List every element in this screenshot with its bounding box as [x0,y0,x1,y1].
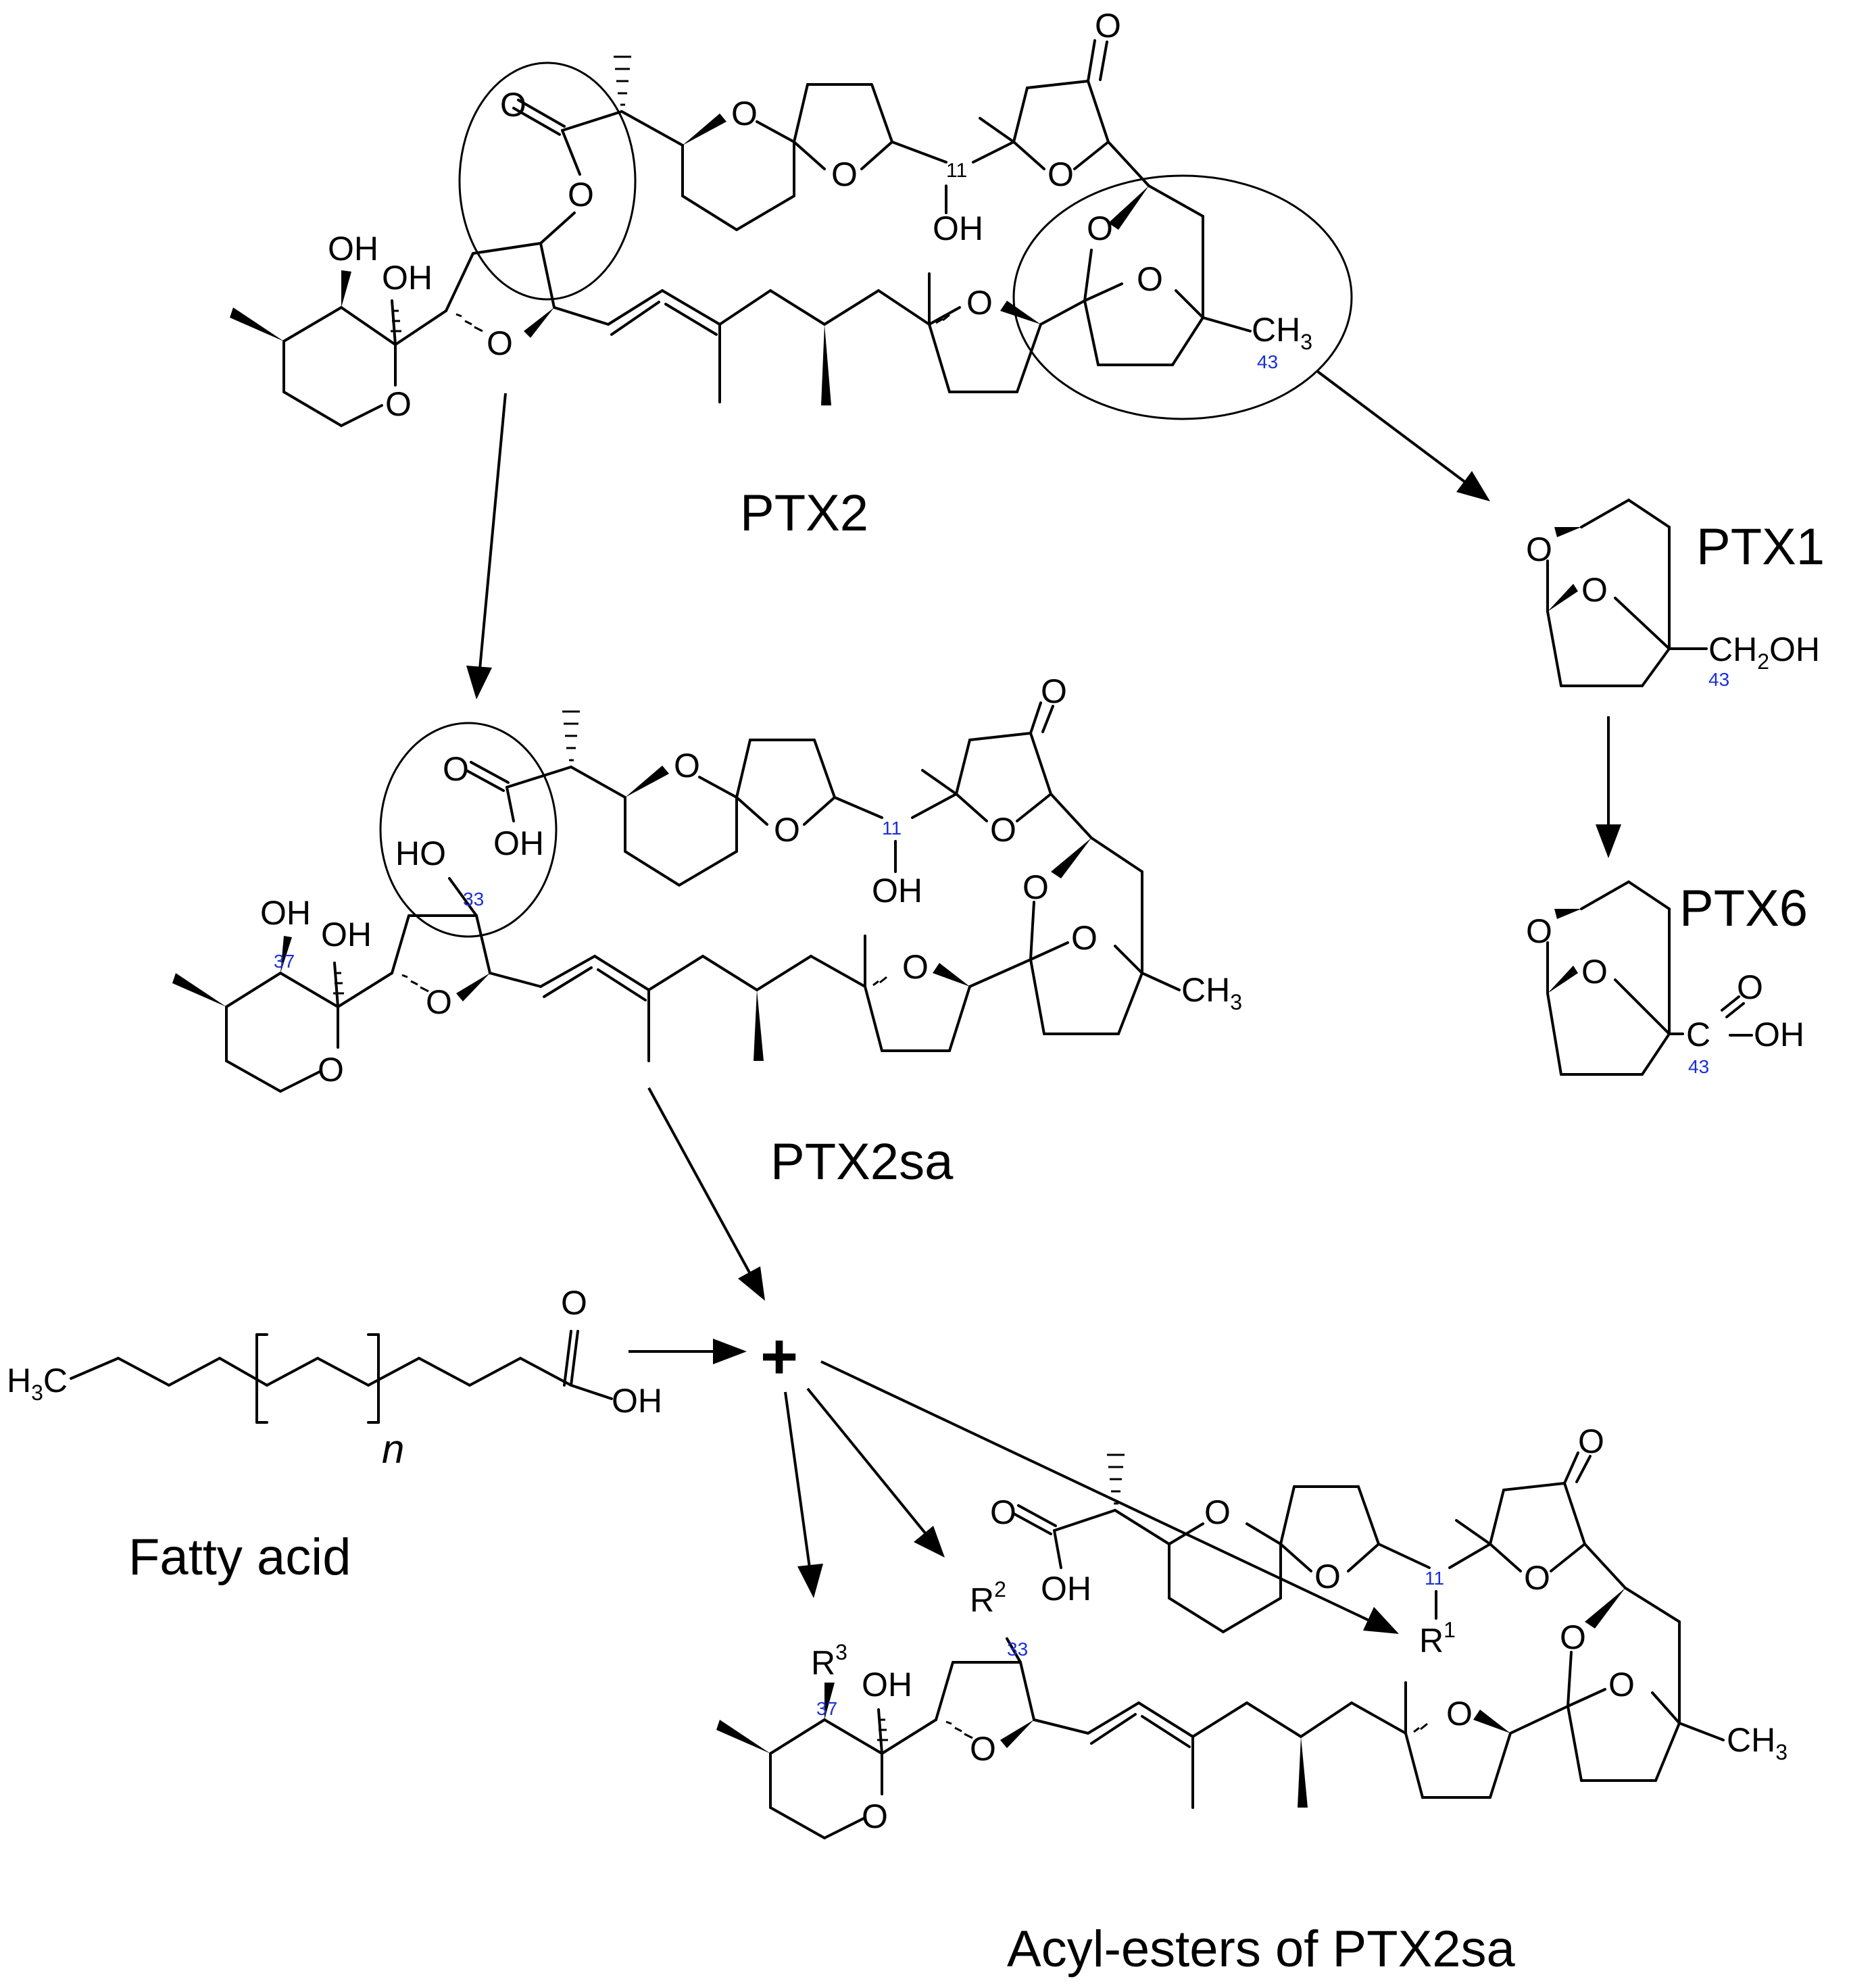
acyl-r1: R1 [1419,1618,1456,1660]
ptx1-structure [1546,499,1708,687]
fatty-acid-carbonyl-o: O [561,1284,587,1322]
ptx2sa-c33-ho: HO [395,835,446,872]
ptx2sa-position-33: 33 [463,889,484,910]
ptx2-pyran-o: O [731,95,758,132]
plus-sign: + [760,1320,798,1393]
acyl-r3: R3 [811,1640,847,1682]
ptx2-ketone-o: O [1095,7,1121,45]
ptx2-ketone-thf-o: O [1047,155,1074,193]
ptx1-o-top: O [1526,530,1552,568]
ptx2sa-ch3: CH3 [1181,971,1242,1014]
acyl-spiroketal-o1: O [1560,1618,1586,1656]
ptx6-atom-labels: O O C O OH 43 [1526,912,1804,1077]
ptx2-thf-right-o: O [966,284,993,322]
ptx2sa-ketone-thf-o: O [990,811,1016,849]
ptx2-spiroketal-o2: O [1137,260,1163,298]
ptx6-structure [1546,880,1753,1076]
acyl-position-37: 37 [816,1698,837,1719]
seco-acid-highlight-circle [379,722,558,938]
ptx2-position-11: 11 [946,159,967,182]
arrow-ptx2sa-to-plus [647,1087,751,1274]
ptx2sa-atom-labels: O OH HO 33 37 O O 11 OH O O O O CH3 O O … [260,672,1242,1089]
ptx2sa-thf-right-o: O [902,948,929,986]
acyl-r2: R2 [970,1577,1006,1619]
ptx2sa-c11-hydroxyl: OH [872,872,922,910]
fatty-acid-h3c: H3C [7,1362,68,1405]
ptx2sa-acid-oh: OH [493,824,544,862]
ptx2sa-hydroxyl-b: OH [321,916,372,953]
ptx2-c11-hydroxyl: OH [933,209,983,247]
ptx2sa-thf-left-o: O [426,983,452,1021]
acyl-pyran-o: O [1204,1493,1231,1531]
acyl-ester-atom-labels: O OH O O 11 R1 O O O O CH3 O R2 33 O R3 … [811,1422,1788,1835]
acyl-esters-label: Acyl-esters of PTX2sa [1007,1920,1516,1978]
ptx2-thf-left-o: O [487,324,513,362]
ptx6-carbonyl-o: O [1737,968,1763,1006]
ptx2-hydroxyl-b: OH [382,259,433,297]
acyl-hydroxyl: OH [862,1666,912,1704]
ptx6-o-top: O [1526,912,1552,950]
fatty-acid-oh: OH [612,1382,662,1420]
ptx2-ch3: CH3 [1252,311,1312,354]
acyl-acid-oh: OH [1041,1570,1091,1608]
ptx2sa-position-11: 11 [882,818,902,839]
acyl-pyran-ring-o: O [862,1797,888,1835]
ptx2sa-hydroxyl-a: OH [260,894,311,932]
ptx2sa-acid-carbonyl-o: O [443,750,469,788]
ptx2sa-spiroketal-o1: O [1022,868,1049,906]
spiroketal-highlight-circle [1012,174,1353,420]
ptx2-spiroketal-o1: O [1087,209,1113,247]
ptx1-label: PTX1 [1696,518,1825,576]
ptx2sa-spiro-thf-o: O [774,811,800,849]
ptx1-o-bridge: O [1581,571,1608,609]
ptx1-ch2oh: CH2OH [1708,630,1820,674]
acyl-ester-structure [716,1451,1725,1839]
acyl-thf-right-o: O [1446,1695,1473,1733]
acyl-ketone-thf-o: O [1524,1559,1550,1597]
ptx6-carboxyl-oh: OH [1754,1016,1804,1053]
arrow-plus-to-r2 [806,1387,927,1535]
ptx2sa-structure [172,701,1181,1093]
reaction-arrows [466,370,1621,1634]
lactone-highlight-circle [458,61,637,301]
acyl-acid-carbonyl-o: O [990,1493,1016,1531]
acyl-spiroketal-o2: O [1608,1666,1635,1704]
fatty-acid-label: Fatty acid [128,1529,351,1586]
ptx2sa-pyran-ring-o: O [318,1051,344,1089]
ptx6-label: PTX6 [1679,880,1808,937]
ptx2-label: PTX2 [740,484,868,542]
arrow-ptx2-to-ptx1 [1316,370,1468,484]
ptx6-o-bridge: O [1581,953,1608,991]
ptx2-structure [230,39,1353,427]
ptx2sa-label: PTX2sa [770,1133,954,1191]
ptx6-carboxyl-c: C [1686,1016,1710,1053]
acyl-ch3: CH3 [1727,1721,1788,1764]
fatty-acid-repeat-n: n [382,1426,404,1472]
fatty-acid-atom-labels: H3C O OH n [7,1284,662,1472]
ptx2sa-spiroketal-o2: O [1071,919,1098,957]
ptx2sa-position-37: 37 [274,951,295,972]
ptx2-ester-o: O [568,176,594,214]
acyl-ketone-o: O [1578,1422,1604,1460]
acyl-position-11: 11 [1425,1568,1444,1589]
arrow-plus-to-r1 [820,1360,1373,1623]
ptx1-position-43: 43 [1708,669,1729,690]
ptx2-atom-labels: O O O O 11 OH O O O O CH3 43 O O OH OH O [328,7,1312,423]
arrow-ptx2-to-ptx2sa [478,393,507,670]
acyl-thf-left-o: O [970,1730,996,1768]
ptx2-pyran-ring-o: O [385,385,412,423]
ptx2-hydroxyl-a: OH [328,230,378,268]
fatty-acid-structure [70,1330,613,1424]
ptx1-atom-labels: O O CH2OH 43 [1526,530,1820,690]
ptx2-lactone-carbonyl-o: O [500,86,526,124]
ptx2sa-pyran-o: O [674,747,700,785]
ptx2-spiro-thf-o: O [831,155,858,193]
acyl-position-33: 33 [1007,1639,1028,1660]
ptx6-position-43: 43 [1688,1056,1709,1077]
arrow-plus-to-r3 [784,1391,811,1568]
ptx2-position-43: 43 [1257,351,1278,372]
ptx2sa-ketone-o: O [1041,672,1067,710]
acyl-spiro-thf-o: O [1314,1558,1341,1595]
